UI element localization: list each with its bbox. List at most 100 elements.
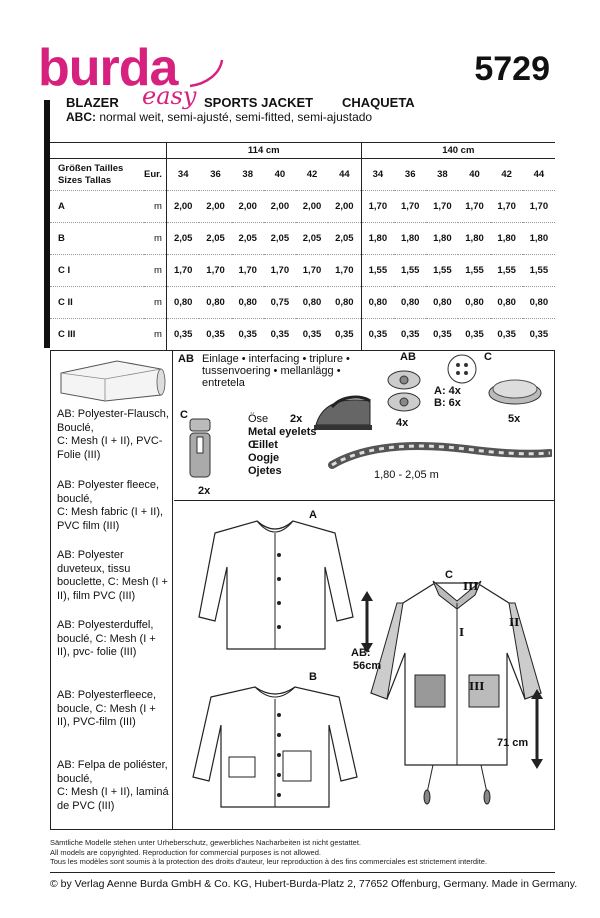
- table-cell: 0,80: [522, 286, 555, 319]
- width-114-header: 114 cm: [165, 142, 362, 159]
- table-cell: 1,70: [458, 190, 491, 223]
- table-cell: 1,70: [263, 254, 296, 287]
- title-blazer: BLAZER: [66, 95, 119, 110]
- logo-swirl-icon: [189, 59, 224, 88]
- width-140-header: 140 cm: [360, 142, 555, 159]
- cord-length: 1,80 - 2,05 m: [374, 469, 439, 481]
- eyelet-name-nl: Oogje: [248, 452, 280, 464]
- table-cell: 0,80: [231, 286, 264, 319]
- row-label: C II: [50, 286, 144, 319]
- table-cell: 2,05: [263, 222, 296, 255]
- material-de: AB: Polyester-Flausch, Bouclé,C: Mesh (I…: [57, 408, 169, 461]
- table-cell: 0,80: [295, 286, 329, 319]
- eur-label: Eur.: [144, 169, 162, 180]
- legal-fr: Tous les modèles sont soumis à la protec…: [50, 857, 488, 866]
- size-header: Größen Tailles Sizes Tallas: [58, 162, 124, 186]
- ab-length-value: 56cm: [353, 660, 382, 672]
- table-cell: 0,35: [522, 318, 555, 351]
- size-36: 36: [210, 169, 221, 180]
- table-cell: 1,80: [522, 222, 555, 255]
- table-cell: 2,00: [165, 190, 200, 223]
- table-cell: 0,80: [360, 286, 395, 319]
- length-arrow-ab: [361, 591, 373, 653]
- title-chaqueta: CHAQUETA: [342, 95, 415, 110]
- eyelet-name-fr: Œillet: [248, 439, 278, 451]
- table-cell: 2,00: [328, 190, 362, 223]
- fabric-roll-icon: [60, 360, 166, 402]
- fabric-suggestions: AB: Polyester-Flausch, Bouclé,C: Mesh (I…: [51, 351, 173, 829]
- interfacing-label: AB: [178, 353, 194, 365]
- table-cell: 1,55: [426, 254, 459, 287]
- material-es: AB: Felpa de poliéster, bouclé,C: Mesh (…: [57, 759, 169, 812]
- table-cell: 2,00: [263, 190, 296, 223]
- table-cell: 1,80: [490, 222, 523, 255]
- pattern-number: 5729: [474, 50, 550, 88]
- table-cell: 0,80: [199, 286, 232, 319]
- material-fr: AB: Polyester duveteux, tissu bouclette,…: [57, 549, 168, 602]
- interfacing-line-2: tussenvoering • mellanlägg •: [202, 365, 341, 377]
- snaps-count-a: A: 4x: [434, 385, 461, 397]
- side-bar: [44, 100, 50, 348]
- table-cell: 0,35: [231, 318, 264, 351]
- eyelet-count: 2x: [290, 413, 303, 425]
- size-44: 44: [339, 169, 350, 180]
- cord-icon: [328, 442, 552, 469]
- table-cell: 1,70: [360, 190, 395, 223]
- table-cell: 1,80: [426, 222, 459, 255]
- table-cell: 0,35: [165, 318, 200, 351]
- material-en: AB: Polyester fleece, bouclé,C: Mesh fab…: [57, 479, 164, 532]
- size-40: 40: [274, 169, 286, 180]
- table-cell: 0,35: [360, 318, 395, 351]
- snap-fastener-icon: [387, 370, 421, 412]
- table-cell: 1,55: [458, 254, 491, 287]
- table-cell: 0,35: [490, 318, 523, 351]
- eyelet-name-es: Ojetes: [248, 465, 282, 477]
- table-cell: 1,70: [295, 254, 329, 287]
- view-c-drawing: [370, 580, 542, 805]
- length-arrow-c: [531, 689, 543, 769]
- snaps-count-b: B: 6x: [434, 397, 461, 409]
- brand-sub: easy: [142, 82, 197, 110]
- material-nl: AB: Polyesterduffel, bouclé, C: Mesh (I …: [57, 619, 156, 658]
- size-42: 42: [306, 169, 318, 180]
- table-cell: 1,55: [522, 254, 555, 287]
- table-cell: 0,80: [394, 286, 427, 319]
- table-cell: 0,80: [490, 286, 523, 319]
- roman-ii-label: II: [509, 616, 520, 629]
- table-cell: 0,35: [458, 318, 491, 351]
- row-label: B: [50, 222, 144, 255]
- size-38: 38: [437, 169, 448, 180]
- row-unit: m: [144, 222, 167, 255]
- table-cell: 1,55: [490, 254, 523, 287]
- notions-panel: AB Einlage • interfacing • triplure • tu…: [174, 351, 554, 501]
- row-label: A: [50, 190, 144, 223]
- table-cell: 2,05: [295, 222, 329, 255]
- roman-i-label: I: [459, 626, 465, 639]
- eyelet-name-en: Metal eyelets: [248, 426, 317, 438]
- button-icon: [447, 354, 477, 384]
- table-cell: 0,80: [426, 286, 459, 319]
- table-cell: 1,80: [458, 222, 491, 255]
- row-unit: m: [144, 190, 167, 223]
- table-cell: 1,55: [394, 254, 427, 287]
- row-label: C I: [50, 254, 144, 287]
- view-a-label: A: [309, 509, 317, 521]
- fit-label: ABC:: [66, 110, 96, 124]
- ab-length-label: AB:: [351, 647, 371, 659]
- roman-iii-label: III: [469, 680, 485, 693]
- snaps-under-count: 4x: [396, 417, 409, 429]
- table-cell: 1,70: [394, 190, 427, 223]
- table-cell: 2,00: [231, 190, 264, 223]
- eyelet-title: Öse: [248, 413, 269, 425]
- view-a-drawing: [198, 520, 354, 650]
- table-cell: 0,80: [328, 286, 362, 319]
- table-cell: 0,80: [458, 286, 491, 319]
- copyright: © by Verlag Aenne Burda GmbH & Co. KG, H…: [50, 878, 578, 890]
- fit-description: ABC: normal weit, semi-ajusté, semi-fitt…: [66, 110, 372, 124]
- size-40: 40: [469, 169, 480, 180]
